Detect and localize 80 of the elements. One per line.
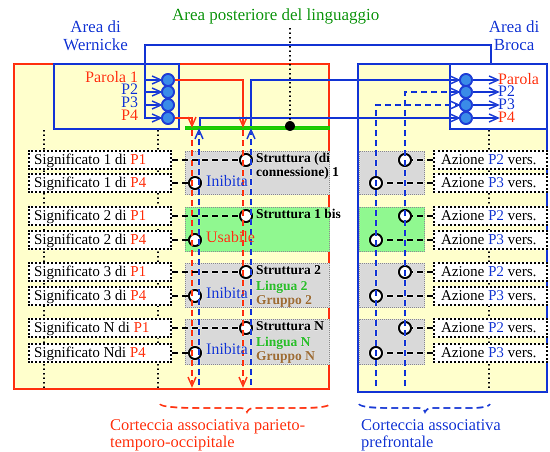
structure-title: Struttura N	[256, 319, 325, 334]
node-circle	[459, 73, 473, 87]
arrow	[473, 87, 499, 97]
dashed-arrow	[238, 130, 248, 387]
dashed-connector	[412, 271, 433, 273]
word-label: P4	[498, 109, 548, 127]
dashed-arrow	[375, 100, 460, 386]
language-label: Lingua N	[256, 335, 312, 350]
arrow	[175, 79, 248, 127]
node-circle	[398, 209, 412, 223]
action-box: Azione P2 vers.	[433, 150, 548, 170]
dashed-connector	[412, 159, 433, 161]
dashed-arrow	[404, 87, 460, 386]
meaning-box: Significato 2 di P4	[28, 230, 172, 250]
node-circle	[369, 289, 383, 303]
dashed-connector	[412, 215, 433, 217]
structure-panel	[359, 151, 425, 195]
structure-title: Struttura 1 bis	[256, 207, 342, 222]
node-circle	[459, 98, 473, 112]
bus-bar	[185, 126, 330, 130]
section-title: Area posteriore del linguaggio	[172, 6, 392, 28]
dashed-connector	[172, 182, 188, 184]
node-circle	[398, 321, 412, 335]
action-box: Azione P3 vers.	[433, 286, 548, 306]
dashed-connector	[172, 215, 239, 217]
word-label: P3	[121, 95, 138, 111]
leader-line	[285, 28, 295, 131]
region-caption: Corteccia associativa prefrontale	[361, 416, 502, 451]
dashed-arrow	[194, 129, 204, 385]
area-title: Area di Wernicke	[62, 18, 129, 54]
node-circle	[398, 153, 412, 167]
action-box: Azione P2 vers.	[433, 262, 548, 282]
dashed-connector	[412, 327, 433, 329]
language-label: Lingua 2	[256, 279, 308, 294]
node-circle	[459, 111, 473, 125]
arrow	[473, 100, 499, 110]
area-title: Area di Broca	[488, 18, 540, 54]
node-circle	[369, 176, 383, 190]
action-box: Azione P3 vers.	[433, 343, 548, 363]
status-label: Usabile	[206, 230, 256, 247]
structure-title: Struttura (di connessione) 1	[256, 151, 340, 180]
meaning-box: Significato 2 di P1	[28, 206, 172, 226]
meaning-box: Significato 1 di P1	[28, 150, 172, 170]
action-box: Azione P3 vers.	[433, 230, 548, 250]
dashed-connector	[172, 352, 188, 354]
node-circle	[369, 233, 383, 247]
arrow	[175, 116, 197, 127]
structure-panel	[185, 263, 330, 308]
arrow	[199, 113, 460, 126]
group-label: Gruppo 2	[256, 293, 313, 308]
meaning-box: Significato 1 di P4	[28, 173, 172, 193]
node-circle	[459, 85, 473, 99]
node-circle	[369, 346, 383, 360]
dashed-arrow	[187, 130, 197, 387]
structure-title: Struttura 2	[256, 263, 322, 278]
dashed-connector	[172, 159, 239, 161]
arrow	[473, 75, 499, 85]
dashed-arrow	[246, 129, 256, 385]
dashed-connector	[172, 271, 239, 273]
action-box: Azione P2 vers.	[433, 318, 548, 338]
arrow	[250, 75, 460, 126]
meaning-box: Significato Ndi P4	[28, 343, 172, 363]
action-box: Azione P2 vers.	[433, 206, 548, 226]
status-label: Inibita	[206, 174, 249, 191]
structure-panel	[359, 207, 425, 252]
word-label: P4	[121, 108, 138, 125]
region-caption: Corteccia associativa parieto-temporo-occipitale	[110, 416, 306, 451]
meaning-box: Significato 3 di P4	[28, 286, 172, 306]
structure-panel	[359, 319, 425, 365]
structure-panel	[359, 263, 425, 308]
dashed-connector	[172, 295, 188, 297]
dashed-connector	[172, 327, 239, 329]
arrow	[473, 113, 499, 123]
node-circle	[398, 265, 412, 279]
structure-panel	[185, 319, 330, 365]
action-box: Azione P3 vers.	[433, 173, 548, 193]
meaning-box: Significato 3 di P1	[28, 262, 172, 282]
meaning-box: Significato N di P1	[28, 318, 172, 338]
group-label: Gruppo N	[256, 349, 316, 364]
dashed-connector	[172, 239, 188, 241]
